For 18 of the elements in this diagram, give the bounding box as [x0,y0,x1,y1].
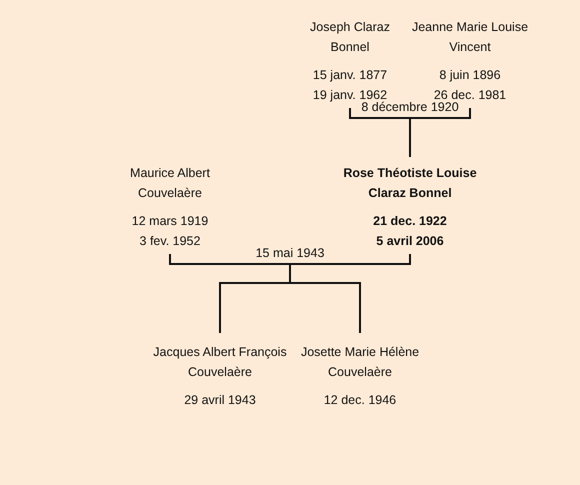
date-text: 3 fev. 1952 [138,233,202,250]
family-line [409,108,471,157]
date-text: 12 mars 1919 [130,213,210,230]
date-text: 26 dec. 1981 [432,87,508,102]
person-name: Josette Marie Hélène Couvelaère [300,344,420,381]
person-name: Maurice Albert Couvelaère [129,165,211,202]
person-name: Joseph Claraz Bonnel [309,19,391,56]
date-text: 19 janv. 1962 [312,87,388,102]
date-text: 15 janv. 1877 [312,67,388,84]
person-name: Jeanne Marie Louise Vincent [410,19,530,56]
family-line [289,254,411,333]
person-name: Jacques Albert François Couvelaère [152,344,288,381]
date-text: 21 dec. 1922 [372,213,448,230]
date-text: 8 juin 1896 [438,67,502,84]
date-text: 12 dec. 1946 [322,392,398,409]
date-text: 5 avril 2006 [375,233,445,250]
person-name: Rose Théotiste Louise Claraz Bonnel [342,165,478,202]
date-text: 29 avril 1943 [183,392,257,409]
